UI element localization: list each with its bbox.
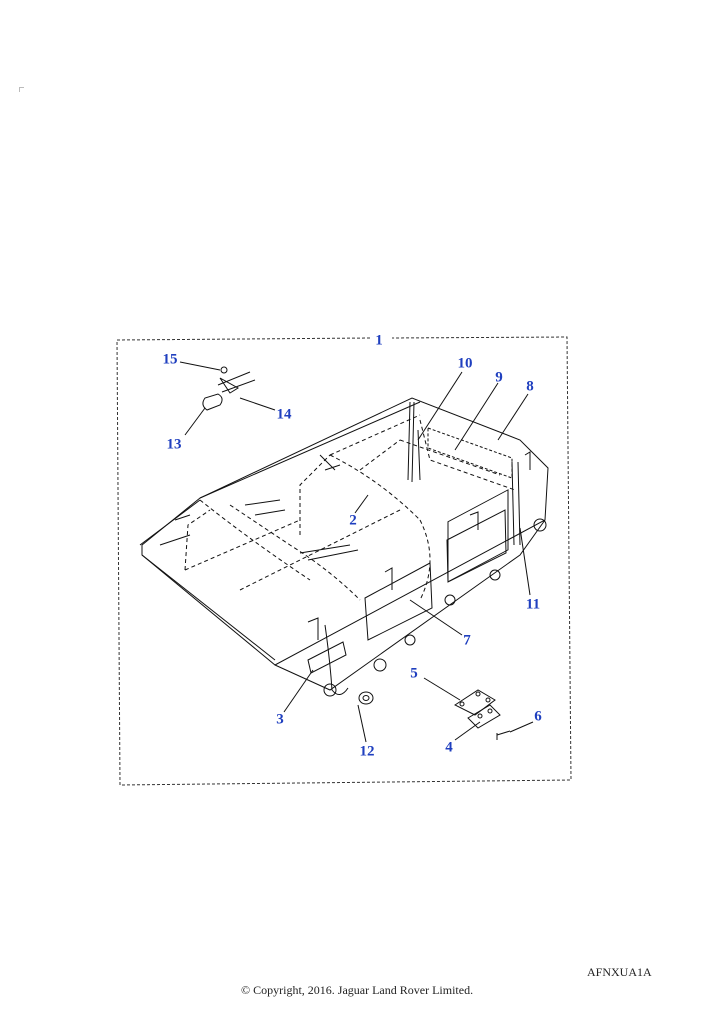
side-window-rear <box>447 489 509 583</box>
callout-12: 12 <box>359 743 375 760</box>
callout-7: 7 <box>463 632 471 649</box>
canopy-side-edge <box>274 519 546 691</box>
part-4-bracket <box>467 704 501 729</box>
callout-11: 11 <box>525 596 541 613</box>
callout-10: 10 <box>457 355 473 372</box>
part-3-plate <box>307 641 347 674</box>
callout-8: 8 <box>526 378 534 395</box>
part-13-buckle <box>202 393 223 411</box>
callout-6: 6 <box>534 708 542 725</box>
drawing-code: AFNXUA1A <box>587 965 652 979</box>
lashing-rope <box>324 624 349 695</box>
rear-window <box>427 427 513 479</box>
hoop-frame <box>184 414 516 591</box>
callout-5: 5 <box>410 665 418 682</box>
callout-13: 13 <box>166 436 182 453</box>
callout-15: 15 <box>162 351 178 368</box>
part-5-plate <box>453 689 496 716</box>
callout-3: 3 <box>276 711 284 728</box>
corner-mark <box>19 87 24 92</box>
canopy-roof-edge <box>139 401 421 546</box>
callout-2: 2 <box>349 512 357 529</box>
callout-9: 9 <box>495 369 503 386</box>
roof-straps <box>244 454 359 561</box>
callout-4: 4 <box>445 739 453 756</box>
leader-lines <box>179 361 534 743</box>
tilt-canopy-drawing <box>139 366 549 740</box>
callout-1: 1 <box>375 332 383 349</box>
part-15-rivet <box>220 366 228 374</box>
side-window-front <box>364 562 433 641</box>
part-6-screw <box>496 730 511 740</box>
callout-14: 14 <box>276 406 292 423</box>
part-12-eyelet <box>358 691 374 705</box>
canopy-outline <box>141 397 549 666</box>
assembly-boundary <box>116 336 572 786</box>
copyright-notice: © Copyright, 2016. Jaguar Land Rover Lim… <box>241 983 474 997</box>
